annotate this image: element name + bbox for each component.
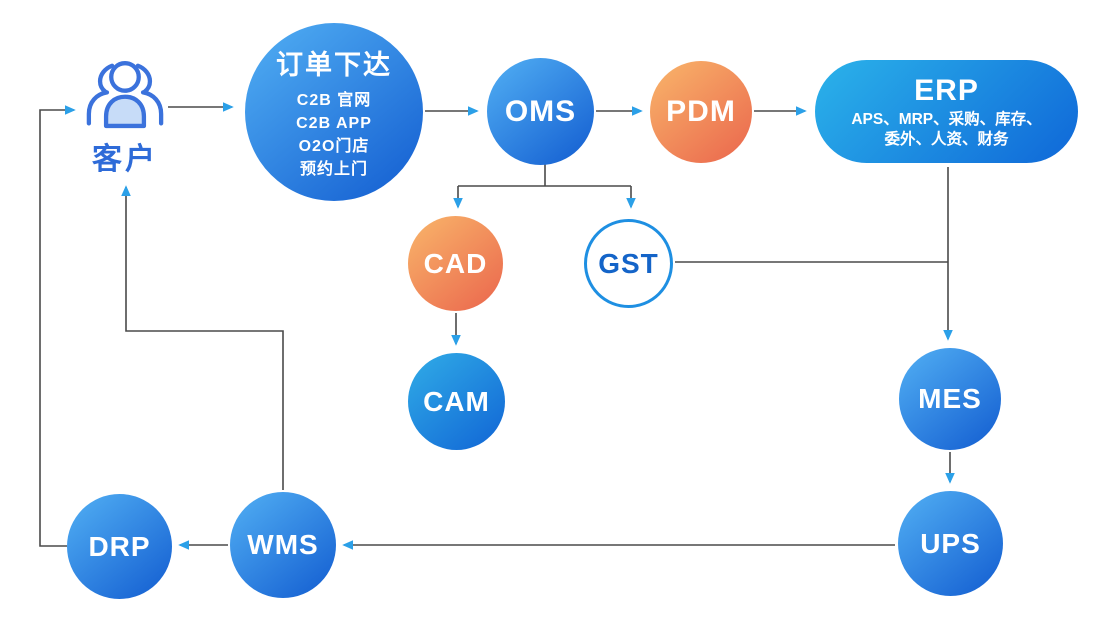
cad-label: CAD — [423, 247, 488, 279]
cam-label: CAM — [423, 385, 490, 417]
cad-node: CAD — [408, 216, 503, 311]
ups-label: UPS — [920, 527, 981, 559]
gst-node: GST — [584, 219, 673, 308]
order-channel-o2o-store: O2O门店 — [298, 138, 370, 155]
order-placement-node: 订单下达 C2B 官网 C2B APP O2O门店 预约上门 — [245, 23, 423, 201]
oms-node: OMS — [487, 58, 594, 165]
customer-label: 客户 — [92, 143, 158, 176]
order-channel-c2b-app: C2B APP — [296, 115, 372, 132]
drp-node: DRP — [67, 494, 172, 599]
order-channel-c2b-web: C2B 官网 — [296, 92, 372, 109]
line-oms-branch — [458, 164, 631, 187]
order-channel-appointment: 预约上门 — [299, 161, 368, 178]
customer-node: 客户 — [58, 56, 192, 178]
pdm-label: PDM — [666, 95, 736, 128]
gst-label: GST — [598, 247, 659, 279]
arrow-drp-to-customer — [39, 105, 76, 547]
erp-modules-line2: 委外、人资、财务 — [884, 130, 1009, 148]
oms-label: OMS — [504, 94, 577, 128]
ups-node: UPS — [898, 491, 1003, 596]
wms-label: WMS — [247, 529, 319, 560]
erp-title: ERP — [914, 73, 979, 107]
order-placement-title: 订单下达 — [276, 50, 392, 80]
erp-modules-line1: APS、MRP、采购、库存、 — [851, 110, 1042, 128]
arrow-wms-to-customer — [121, 185, 284, 490]
drp-label: DRP — [88, 530, 151, 562]
mes-node: MES — [899, 348, 1001, 450]
customers-icon — [86, 61, 164, 129]
pdm-node: PDM — [650, 61, 752, 163]
erp-node: ERP APS、MRP、采购、库存、 委外、人资、财务 — [815, 60, 1078, 163]
cam-node: CAM — [408, 353, 505, 450]
mes-label: MES — [918, 383, 982, 414]
wms-node: WMS — [230, 492, 336, 598]
